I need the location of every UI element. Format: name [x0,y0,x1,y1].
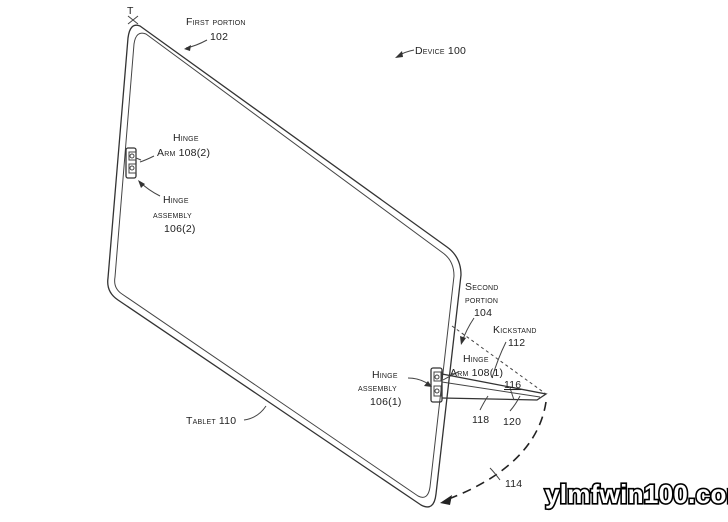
leader-hinge-arm-2 [139,155,155,163]
tablet-inner-edge [114,32,455,498]
label-second-portion-a: Second [465,281,498,293]
label-hinge-assembly-2a: Hinge [163,194,189,206]
label-hinge-arm-2b: Arm 108(2) [157,147,210,159]
label-second-portion-b: portion [465,294,498,306]
label-114: 114 [505,478,522,490]
label-118: 118 [472,414,489,426]
label-hinge-assembly-1b: assembly [358,382,397,394]
label-second-portion-num: 104 [474,307,492,319]
leader-hinge-arm-1 [442,371,459,381]
label-hinge-assembly-1a: Hinge [372,369,398,381]
label-device: Device 100 [415,45,466,57]
leader-114 [489,467,501,481]
tablet-outline [107,24,462,508]
label-hinge-arm-1a: Hinge [463,353,489,365]
label-hinge-arm-1b: Arm 108(1) [450,367,503,379]
label-first-portion-num: 102 [210,31,228,43]
label-hinge-assembly-2b: assembly [153,209,192,221]
leader-118 [479,395,489,411]
label-first-portion: First portion [186,16,246,28]
kickstand-swing-arc [440,401,547,505]
leader-120 [509,395,521,412]
label-kickstand: Kickstand [493,324,537,336]
label-kickstand-num: 112 [508,337,525,349]
label-hinge-assembly-1c: 106(1) [370,396,402,408]
hinge-assembly-2-icon [125,147,142,179]
label-hinge-assembly-2c: 106(2) [164,223,196,235]
hinge-assembly-1-icon [430,367,443,403]
t-marker: T [127,5,139,25]
watermark: ylmfwin100.com [545,479,728,509]
leader-tablet [243,405,267,421]
leader-kickstand [491,341,507,379]
label-116: 116 [504,379,521,391]
label-hinge-arm-2a: Hinge [173,132,199,144]
label-tablet: Tablet 110 [186,415,236,427]
label-t: T [127,5,134,17]
kickstand-shape [441,325,548,401]
label-120: 120 [503,416,521,428]
leader-116 [509,387,515,401]
